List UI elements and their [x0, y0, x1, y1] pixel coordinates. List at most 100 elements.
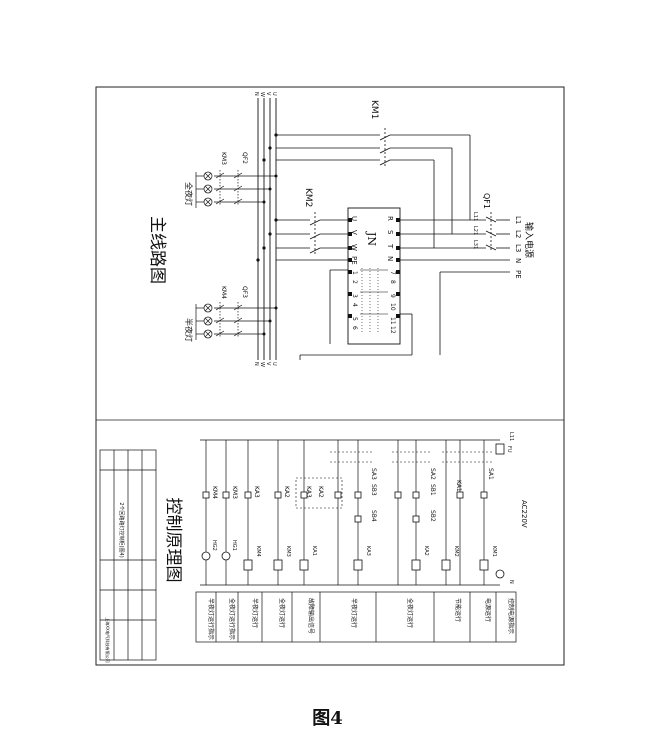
qf1-terminal-l31: L31 [472, 240, 478, 249]
km4-hg2-contact: KM4 [211, 486, 218, 499]
qf1-terminal-l21: L21 [472, 226, 478, 235]
coil-km1 [479, 559, 489, 571]
sb4-label: SB4 [370, 510, 377, 522]
controller-io-7: 7 [389, 271, 396, 275]
controller-terminal-r: R [386, 216, 394, 221]
indicator-hg1-label: HG1 [231, 540, 237, 551]
ka3-km4-contact: KA3 [253, 486, 260, 498]
coil-km4-label: KM4 [255, 546, 261, 557]
controller-io-1: 1 [351, 271, 358, 275]
km3-label: KM3 [220, 152, 227, 165]
coil-km1-label: KM1 [491, 546, 497, 557]
indicator-hg2-label: HG2 [211, 540, 217, 551]
input-power-label: 输入电源 [523, 222, 535, 258]
controller-io-10: 10 [389, 303, 396, 311]
controller-terminal-w: W [350, 244, 358, 251]
controller-io-12: 12 [389, 326, 396, 334]
phase-label-l3: L3 [514, 244, 522, 252]
coil-ka1 [299, 559, 309, 571]
qf2-label: QF2 [241, 152, 248, 164]
ka1-contact-label: KA1 [455, 480, 462, 492]
sa2-label: SA2 [429, 468, 436, 480]
bus-label-n-bottom: N [253, 362, 259, 366]
controller-terminal-pe: PE [350, 256, 358, 265]
coil-km3-label: KM3 [285, 546, 291, 557]
power-indicator-icon [495, 569, 505, 579]
title-block: 2个回路路灯控制柜(图4) 上海XX电气科技有限公司 [99, 449, 157, 663]
bus-label-n-top: N [253, 92, 259, 96]
controller-terminal-u: U [350, 216, 358, 221]
row-label-energy-saving: 节能运行 [454, 598, 462, 622]
controller-name: JN [365, 231, 378, 246]
bus-label-w-top: W [259, 92, 265, 97]
all-night-lamp-label: 全夜灯 [184, 182, 194, 206]
figure-caption: 图4 [312, 708, 343, 729]
fuse-fu [495, 443, 505, 455]
ka3-fault-contact: KA3 [305, 486, 312, 498]
controller-io-8: 8 [389, 280, 396, 284]
phase-label-pe: PE [514, 270, 522, 279]
main-circuit: 主线路图 输入电源 L1 L2 L3 N PE QF1 L11 L21 L31 [147, 92, 535, 367]
qf1-terminal-l11: L11 [472, 212, 478, 221]
coil-km2-label: KM2 [453, 546, 459, 557]
coil-ka2 [411, 559, 421, 571]
bus-label-u-top: U [271, 92, 277, 96]
phase-label-l2: L2 [514, 230, 522, 238]
l11-label: L11 [508, 432, 514, 441]
controller-terminal-n: N [386, 256, 394, 261]
n-label: N [508, 580, 514, 584]
controller-io-2: 2 [351, 280, 358, 284]
main-title: 主线路图 [147, 216, 167, 284]
coil-km2 [441, 559, 451, 571]
coil-ka3-label: KA3 [365, 546, 371, 556]
controller-io-4: 4 [351, 303, 358, 307]
ka2-fault-contact: KA2 [317, 486, 324, 498]
row-label-hg2: 半夜灯运行指示 [207, 598, 215, 640]
row-label-km3-run: 全夜灯运行 [278, 598, 286, 628]
sa3-label: SA3 [370, 468, 377, 480]
company-name: 上海XX电气科技有限公司 [105, 617, 111, 662]
controller-io-11: 11 [389, 317, 396, 325]
controller-io-5: 5 [351, 317, 358, 321]
row-label-all-night: 全夜灯运行 [406, 598, 414, 628]
km4-label: KM4 [220, 286, 227, 299]
description-table [195, 591, 517, 643]
row-label-half-night: 半夜灯运行 [350, 598, 358, 628]
supply-label: AC220V [520, 500, 528, 528]
control-circuit: 控制原理图 AC220V FU L11 N [163, 432, 528, 643]
km3-hg1-contact: KM3 [231, 486, 238, 499]
indicator-hg2-icon [201, 551, 211, 561]
indicator-hg1-icon [221, 551, 231, 561]
qf1-label: QF1 [482, 193, 491, 209]
phase-label-l1: L1 [514, 216, 522, 224]
km1-label: KM1 [369, 100, 379, 119]
controller-terminal-v: V [350, 230, 358, 235]
coil-km3 [273, 559, 283, 571]
sb2-label: SB2 [429, 510, 436, 522]
row-label-power-run: 电源运行 [484, 598, 492, 622]
row-label-hg1: 全夜灯运行指示 [228, 598, 236, 640]
row-label-control-power: 控制电源指示 [507, 598, 515, 634]
km2-label: KM2 [303, 188, 313, 207]
coil-ka2-label: KA2 [423, 546, 429, 556]
controller-terminal-s: S [386, 230, 394, 235]
qf3-label: QF3 [241, 286, 248, 298]
controller-io-6: 6 [351, 326, 358, 330]
controller-terminal-t: T [386, 243, 394, 249]
coil-ka3 [353, 559, 363, 571]
drawing-name: 2个回路路灯控制柜(图4) [118, 502, 125, 557]
phase-label-n: N [514, 258, 522, 263]
coil-km4 [243, 559, 253, 571]
controller-io-9: 9 [389, 294, 396, 298]
control-title: 控制原理图 [163, 498, 183, 583]
fuse-label: FU [506, 446, 512, 453]
controller-io-3: 3 [351, 294, 358, 298]
ka2-km3-contact: KA2 [283, 486, 290, 498]
bus-label-v-top: V [265, 92, 271, 96]
bus-label-u-bottom: U [271, 362, 277, 366]
sa1-label: SA1 [487, 468, 494, 480]
row-label-km4-run: 半夜灯运行 [251, 598, 259, 628]
row-label-fault-output: 故障输出信号 [307, 598, 315, 634]
bus-label-v-bottom: V [265, 362, 271, 366]
